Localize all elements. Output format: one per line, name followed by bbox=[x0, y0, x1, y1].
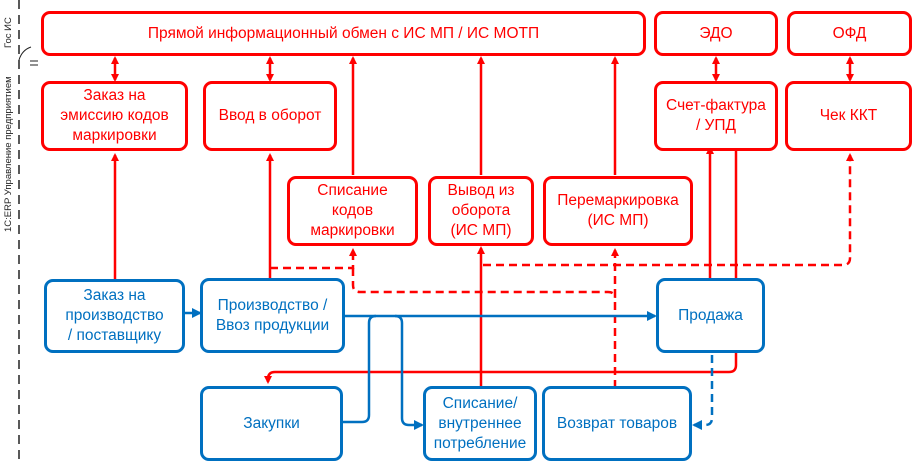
write-off-codes-box[interactable]: Списание кодов маркировки bbox=[287, 176, 418, 246]
dash-production-writeoff bbox=[270, 248, 357, 270]
emission-order-box[interactable]: Заказ на эмиссию кодов маркировки bbox=[41, 81, 188, 151]
dash-withdrawal-receipt bbox=[483, 153, 854, 267]
ofd-box[interactable]: ОФД bbox=[787, 11, 912, 56]
intro-circulation-box[interactable]: Ввод в оборот bbox=[203, 81, 337, 151]
invoice-upd-box[interactable]: Счет-фактура / УПД bbox=[654, 81, 778, 151]
production-order-box[interactable]: Заказ на производство / поставщику bbox=[44, 279, 185, 353]
purchases-box[interactable]: Закупки bbox=[200, 386, 343, 461]
internal-consumption-box[interactable]: Списание/ внутреннее потребление bbox=[423, 386, 537, 461]
returns-box[interactable]: Возврат товаров bbox=[542, 386, 692, 461]
flow-purchases-production bbox=[342, 314, 377, 424]
remarking-box[interactable]: Перемаркировка (ИС МП) bbox=[543, 176, 693, 246]
direct-exchange-box[interactable]: Прямой информационный обмен с ИС МП / ИС… bbox=[41, 11, 646, 56]
dash-writeoff-remarking bbox=[351, 268, 617, 299]
flow-sales-returns bbox=[692, 355, 714, 430]
kkt-receipt-box[interactable]: Чек ККТ bbox=[785, 81, 912, 151]
withdrawal-box[interactable]: Вывод из оборота (ИС МП) bbox=[428, 176, 534, 246]
flow-production-internal bbox=[394, 314, 424, 430]
production-import-box[interactable]: Производство / Ввоз продукции bbox=[200, 278, 345, 353]
link-sales-purchases bbox=[264, 278, 738, 384]
edo-box[interactable]: ЭДО bbox=[654, 11, 778, 56]
sales-box[interactable]: Продажа bbox=[656, 278, 765, 353]
